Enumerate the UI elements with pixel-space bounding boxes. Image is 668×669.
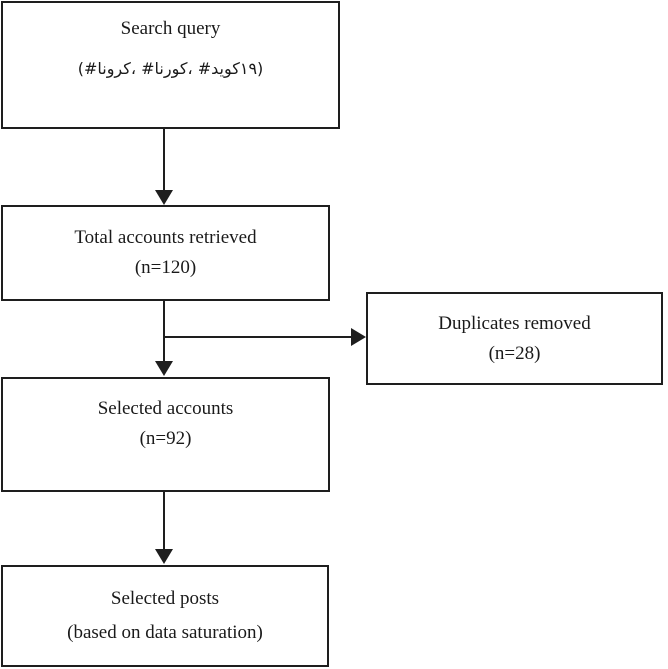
query-token: کورنا [154,59,188,78]
selected-accounts-count: (n=92) [139,428,192,449]
selected-posts-label: Selected posts [110,588,220,609]
duplicates-removed-label: Duplicates removed [438,312,591,334]
arrow-line-total-to-selected [163,301,165,362]
query-token: کوید [211,59,240,78]
arrow-head-right-icon [351,328,366,346]
query-token: ، # [187,59,212,78]
search-query-title: Search query [120,18,221,39]
search-query-box: Search query (#کرونا، #کورنا، #کوید۱۹) [1,1,340,129]
arrow-line-accounts-to-posts [163,492,165,550]
arrow-line-branch-duplicates [163,336,351,338]
duplicates-removed-box: Duplicates removed (n=28) [366,292,663,385]
query-token: (# [77,59,98,78]
arrow-head-down-icon [155,361,173,376]
query-token: ۱۹) [239,59,264,78]
selected-accounts-label: Selected accounts [97,398,234,419]
query-token: کرونا [97,59,131,78]
total-accounts-box: Total accounts retrieved (n=120) [1,205,330,301]
selected-posts-box: Selected posts (based on data saturation… [1,565,329,667]
search-query-hashtags: (#کرونا، #کورنا، #کوید۱۹) [78,57,264,81]
duplicates-removed-count: (n=28) [488,342,541,364]
selected-accounts-box: Selected accounts (n=92) [1,377,330,492]
arrow-line-search-to-total [163,129,165,191]
total-accounts-label: Total accounts retrieved [74,227,257,248]
total-accounts-count: (n=120) [134,257,197,278]
arrow-head-down-icon [155,549,173,564]
selected-posts-note: (based on data saturation) [67,622,263,643]
arrow-head-down-icon [155,190,173,205]
query-token: ، # [130,59,155,78]
